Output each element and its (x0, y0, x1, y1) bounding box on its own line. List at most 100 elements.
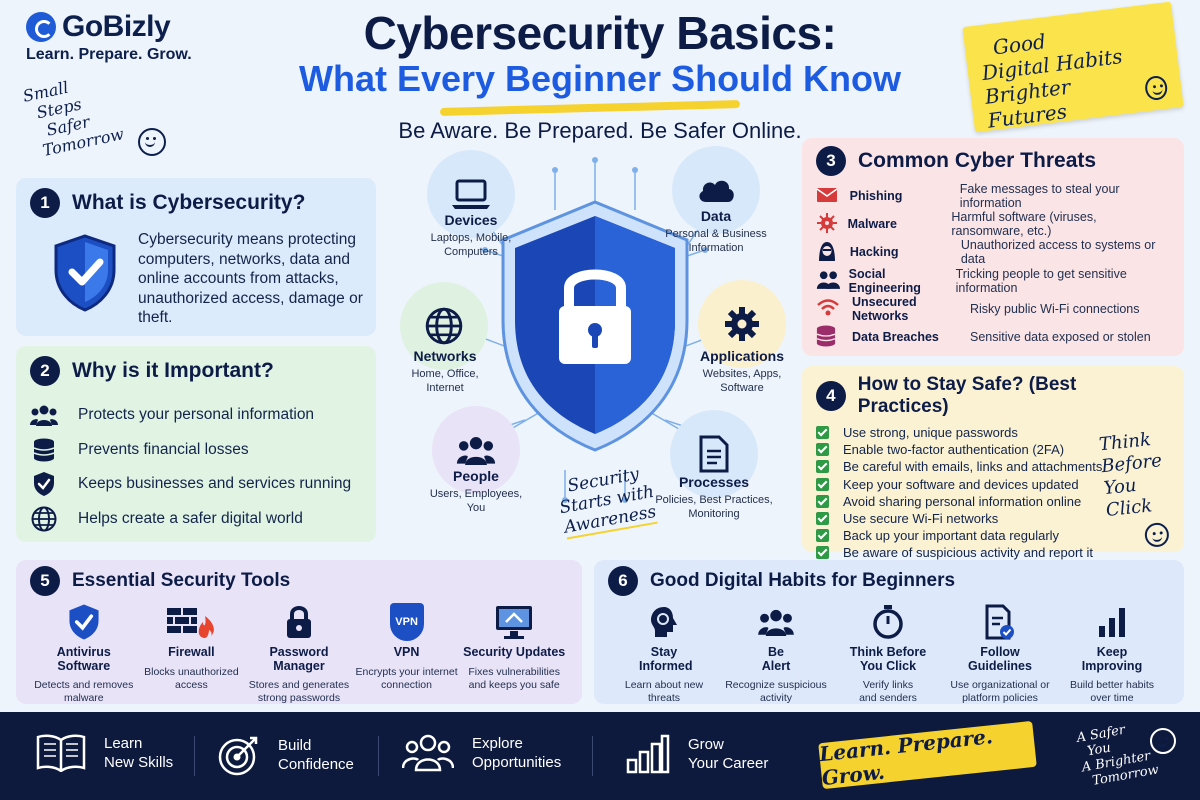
threat-name: Malware (847, 217, 897, 232)
node-people-circle (432, 406, 520, 494)
list-item-text: Use secure Wi-Fi networks (843, 511, 999, 527)
node-processes-circle (670, 410, 758, 498)
threat-desc: Risky public Wi-Fi connections (970, 301, 1140, 316)
section-title: What is Cybersecurity? (72, 191, 306, 214)
note-line: You Click (1102, 474, 1154, 522)
tool-name: Firewall (168, 645, 215, 659)
habit-name: Keep Improving (1081, 645, 1143, 673)
list-item-text: Be aware of suspicious activity and repo… (843, 545, 1094, 561)
threat-desc: Unauthorized access to systems or data (960, 238, 1156, 267)
section-number-badge: 2 (30, 356, 60, 386)
habit-name: Follow Guidelines (968, 645, 1032, 673)
footer-line: New Skills (104, 754, 174, 771)
footer-line: Grow (688, 736, 724, 753)
node-name: Processes (678, 474, 750, 490)
threat-name: Unsecured Networks (852, 294, 917, 323)
tool-card: Antivirus Software Detects and removes m… (30, 602, 138, 705)
note-think-before-click: Think Before You Click (1098, 426, 1190, 552)
checkbox-checked-icon (816, 460, 829, 474)
habit-name: Be Alert (761, 645, 791, 673)
page-title: Cybersecurity Basics: (363, 7, 837, 59)
footer-divider (194, 736, 195, 776)
section-security-tools: 5 Essential Security Tools Antivirus Sof… (16, 560, 582, 704)
node-applications-circle (698, 280, 786, 368)
brand-logo: GoBizly Learn. Prepare. Grow. (26, 10, 226, 70)
section-cyber-threats: 3 Common Cyber Threats Phishing Fake mes… (802, 138, 1184, 356)
list-item: Back up your important data regularly (816, 527, 1170, 544)
section-title: Common Cyber Threats (858, 149, 1097, 172)
tools-row: Antivirus Software Detects and removes m… (30, 602, 568, 705)
section-number-badge: 5 (30, 566, 60, 596)
list-item-text: Keep your software and devices updated (843, 476, 1079, 492)
smiley-icon (1150, 728, 1176, 754)
threat-name: Social Engineering (848, 266, 921, 295)
checkbox-checked-icon (816, 443, 829, 457)
list-item: Use strong, unique passwords (816, 424, 1170, 441)
section-what-is-cybersecurity: 1 What is Cybersecurity? Cybersecurity m… (16, 178, 376, 336)
section-heading: 2 Why is it Important? (30, 356, 362, 386)
habit-desc: Verify links and senders (859, 679, 917, 704)
page-subtitle: Be Aware. Be Prepared. Be Safer Online. (398, 118, 802, 143)
list-item: Prevents financial losses (30, 433, 362, 468)
brand-name: GoBizly (62, 10, 171, 43)
sticky-note-good-habits: Good Digital Habits Brighter Futures (962, 1, 1184, 133)
section-why-important: 2 Why is it Important? Protects your per… (16, 346, 376, 542)
book-icon (36, 734, 86, 772)
virus-icon (816, 212, 848, 237)
threat-row: Hacking Unauthorized access to systems o… (816, 238, 1170, 266)
stopwatch-icon (832, 602, 944, 642)
title-underline (439, 100, 741, 116)
people-icon (30, 404, 58, 427)
tool-name: Password Manager (269, 645, 329, 673)
tool-name: Antivirus Software (56, 645, 111, 673)
threat-name: Phishing (849, 189, 903, 204)
vpn-icon: VPN (353, 602, 461, 642)
database-icon (816, 325, 852, 350)
tool-desc: Blocks unauthorized access (144, 665, 239, 691)
section-title: How to Stay Safe? (Best Practices) (857, 374, 1077, 417)
node-people-label: People Users, Employees, You (401, 468, 551, 515)
node-data-label: Data Personal & Business Information (641, 208, 791, 255)
section-number-badge: 4 (816, 381, 846, 411)
gobizly-logo-icon (26, 12, 56, 42)
node-name: Networks (413, 348, 477, 364)
tool-name: VPN (393, 645, 420, 659)
list-item-text: Prevents financial losses (78, 440, 249, 458)
habits-row: Stay Informed Learn about new threats Be… (608, 602, 1170, 705)
laptop-icon (452, 179, 490, 209)
monitor-icon (460, 602, 568, 642)
section-heading: 1 What is Cybersecurity? (30, 188, 362, 218)
node-networks-circle (400, 282, 488, 370)
habit-card: Be Alert Recognize suspicious activity (720, 602, 832, 705)
shield-check-icon (54, 234, 116, 312)
list-item: Keeps businesses and services running (30, 467, 362, 502)
footer-line: Your Career (688, 755, 769, 772)
list-item-text: Back up your important data regularly (843, 528, 1060, 544)
note-small-steps: Small Steps Safer Tomorrow (21, 66, 135, 161)
checkbox-checked-icon (816, 529, 829, 543)
habit-card: Keep Improving Build better habits over … (1056, 602, 1168, 705)
threat-row: Malware Harmful software (viruses, ranso… (816, 210, 1170, 238)
section-title: Good Digital Habits for Beginners (650, 570, 956, 591)
people-icon (720, 602, 832, 642)
habit-card: Stay Informed Learn about new threats (608, 602, 720, 705)
habit-card: Follow Guidelines Use organizational or … (944, 602, 1056, 705)
threat-desc: Sensitive data exposed or stolen (970, 330, 1151, 345)
node-applications-label: Applications Websites, Apps, Software (667, 348, 817, 395)
tool-desc: Stores and generates strong passwords (248, 679, 350, 704)
section-number-badge: 6 (608, 566, 638, 596)
tool-desc: Detects and removes malware (34, 679, 134, 704)
section-heading: 6 Good Digital Habits for Beginners (608, 566, 1170, 596)
threat-name: Data Breaches (852, 330, 939, 345)
database-icon (30, 438, 58, 462)
threat-row: Social Engineering Tricking people to ge… (816, 267, 1170, 295)
threat-desc: Fake messages to steal your information (959, 182, 1120, 211)
node-data-circle (672, 146, 760, 234)
globe-icon (425, 307, 463, 345)
section-heading: 3 Common Cyber Threats (816, 146, 1170, 176)
people-icon (402, 734, 454, 772)
